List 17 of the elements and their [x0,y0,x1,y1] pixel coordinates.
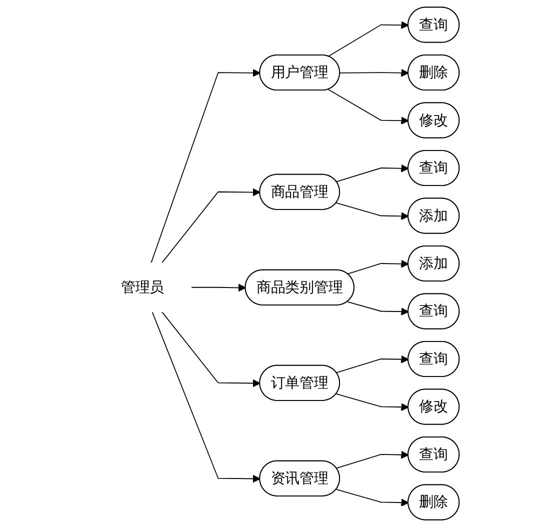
arrow [152,311,260,483]
arrow [340,68,409,77]
arrow [161,188,260,264]
arrow [328,89,409,125]
arrow [150,68,260,264]
arrow [336,202,409,220]
node-text: 管理员 [120,278,164,296]
arrow [161,311,260,388]
arrow [347,260,409,274]
arrow [328,21,409,57]
arrow [336,355,409,374]
arrow [347,301,409,316]
arrow [336,489,409,507]
arrow [336,394,409,412]
arrow [336,450,409,469]
arrow [190,284,246,292]
arrow [336,164,409,182]
